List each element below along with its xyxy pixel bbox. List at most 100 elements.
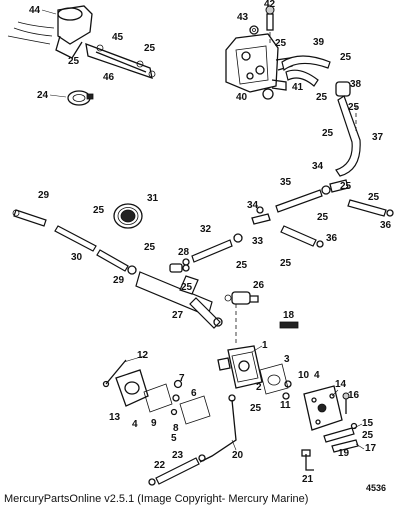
callout-17: 17	[365, 443, 377, 454]
callout-18: 18	[283, 310, 295, 321]
callout-25: 25	[362, 430, 374, 441]
callout-25: 25	[317, 212, 329, 223]
fuel-pump-44	[7, 5, 93, 59]
hose-36-middle	[280, 225, 324, 248]
filter-26	[224, 291, 259, 305]
callout-28: 28	[178, 247, 190, 258]
callout-4: 4	[314, 370, 320, 381]
callout-30: 30	[71, 252, 83, 263]
callout-21: 21	[302, 474, 314, 485]
callout-25: 25	[368, 192, 380, 203]
callout-41: 41	[292, 82, 304, 93]
hose-22-23	[148, 454, 206, 486]
elbow-21	[301, 449, 314, 471]
callout-35: 35	[280, 177, 292, 188]
hose-30	[54, 225, 137, 275]
pump-body-1	[217, 345, 263, 389]
callout-9: 9	[151, 418, 157, 429]
screw-16	[342, 392, 350, 414]
callout-46: 46	[103, 72, 115, 83]
footer-credit: MercuryPartsOnline v2.5.1 (Image Copyrig…	[4, 493, 309, 505]
callout-45: 45	[112, 32, 124, 43]
callout-13: 13	[109, 412, 121, 423]
callout-25: 25	[348, 102, 360, 113]
callout-23: 23	[172, 450, 184, 461]
callout-34: 34	[312, 161, 324, 172]
fitting-28	[169, 263, 190, 273]
cover-14	[303, 385, 343, 431]
callout-7: 7	[179, 373, 185, 384]
callout-8: 8	[173, 423, 179, 434]
bracket-assembly-40	[225, 33, 293, 100]
callout-29: 29	[38, 190, 50, 201]
callout-32: 32	[200, 224, 212, 235]
callout-22: 22	[154, 460, 166, 471]
callout-25: 25	[316, 92, 328, 103]
callout-25: 25	[236, 260, 248, 271]
callout-3: 3	[284, 354, 290, 365]
callout-25: 25	[68, 56, 80, 67]
callout-25: 25	[144, 43, 156, 54]
callout-19: 19	[338, 448, 350, 459]
washer-43	[249, 25, 259, 35]
diaphragm-5	[179, 395, 211, 425]
callout-14: 14	[335, 379, 347, 390]
tube-20	[199, 394, 237, 463]
valve-10-11	[282, 380, 292, 400]
callout-25: 25	[275, 38, 287, 49]
callout-36: 36	[380, 220, 392, 231]
callout-1: 1	[262, 340, 268, 351]
callout-2: 2	[256, 382, 262, 393]
callout-15: 15	[362, 418, 374, 429]
callout-27: 27	[172, 310, 184, 321]
callout-25: 25	[144, 242, 156, 253]
callout-44: 44	[29, 5, 41, 16]
callout-40: 40	[236, 92, 248, 103]
callout-33: 33	[252, 236, 264, 247]
callout-10: 10	[298, 370, 310, 381]
fitting-15-17-19	[323, 422, 359, 453]
stud-12	[102, 359, 127, 388]
hose-39	[281, 55, 331, 87]
hose-37	[335, 81, 361, 177]
callout-25: 25	[250, 403, 262, 414]
decal-18	[279, 321, 299, 329]
check-valve-6-7	[170, 379, 183, 416]
callout-25: 25	[340, 181, 352, 192]
callout-20: 20	[232, 450, 244, 461]
hose-32	[182, 233, 243, 266]
callout-39: 39	[313, 37, 325, 48]
callout-11: 11	[280, 400, 291, 411]
diagram-id: 4536	[366, 483, 387, 493]
callout-4: 4	[132, 419, 138, 430]
callout-16: 16	[348, 390, 360, 401]
callout-6: 6	[191, 388, 197, 399]
callout-12: 12	[137, 350, 149, 361]
gasket-3	[259, 363, 289, 395]
callout-26: 26	[253, 280, 265, 291]
filter-31	[113, 203, 143, 229]
fitting-34-lower	[251, 206, 271, 225]
gasket-4-left	[143, 383, 173, 413]
callout-38: 38	[350, 79, 362, 90]
callout-5: 5	[171, 433, 177, 444]
callout-25: 25	[322, 128, 334, 139]
hose-clamp-24	[67, 90, 94, 106]
callout-24: 24	[37, 90, 49, 101]
callout-34: 34	[247, 200, 259, 211]
callout-43: 43	[237, 12, 249, 23]
callout-37: 37	[372, 132, 384, 143]
callout-42: 42	[264, 0, 276, 10]
callout-25: 25	[181, 282, 193, 293]
manifold-27	[135, 271, 223, 329]
cover-13	[115, 369, 149, 407]
fitting-42	[265, 5, 275, 31]
callout-25: 25	[93, 205, 105, 216]
callout-36: 36	[326, 233, 338, 244]
callout-29: 29	[113, 275, 125, 286]
hose-36-right	[347, 199, 394, 217]
mounting-bracket-46	[85, 42, 156, 79]
hose-35	[275, 179, 349, 213]
callout-31: 31	[147, 193, 159, 204]
callout-25: 25	[280, 258, 292, 269]
